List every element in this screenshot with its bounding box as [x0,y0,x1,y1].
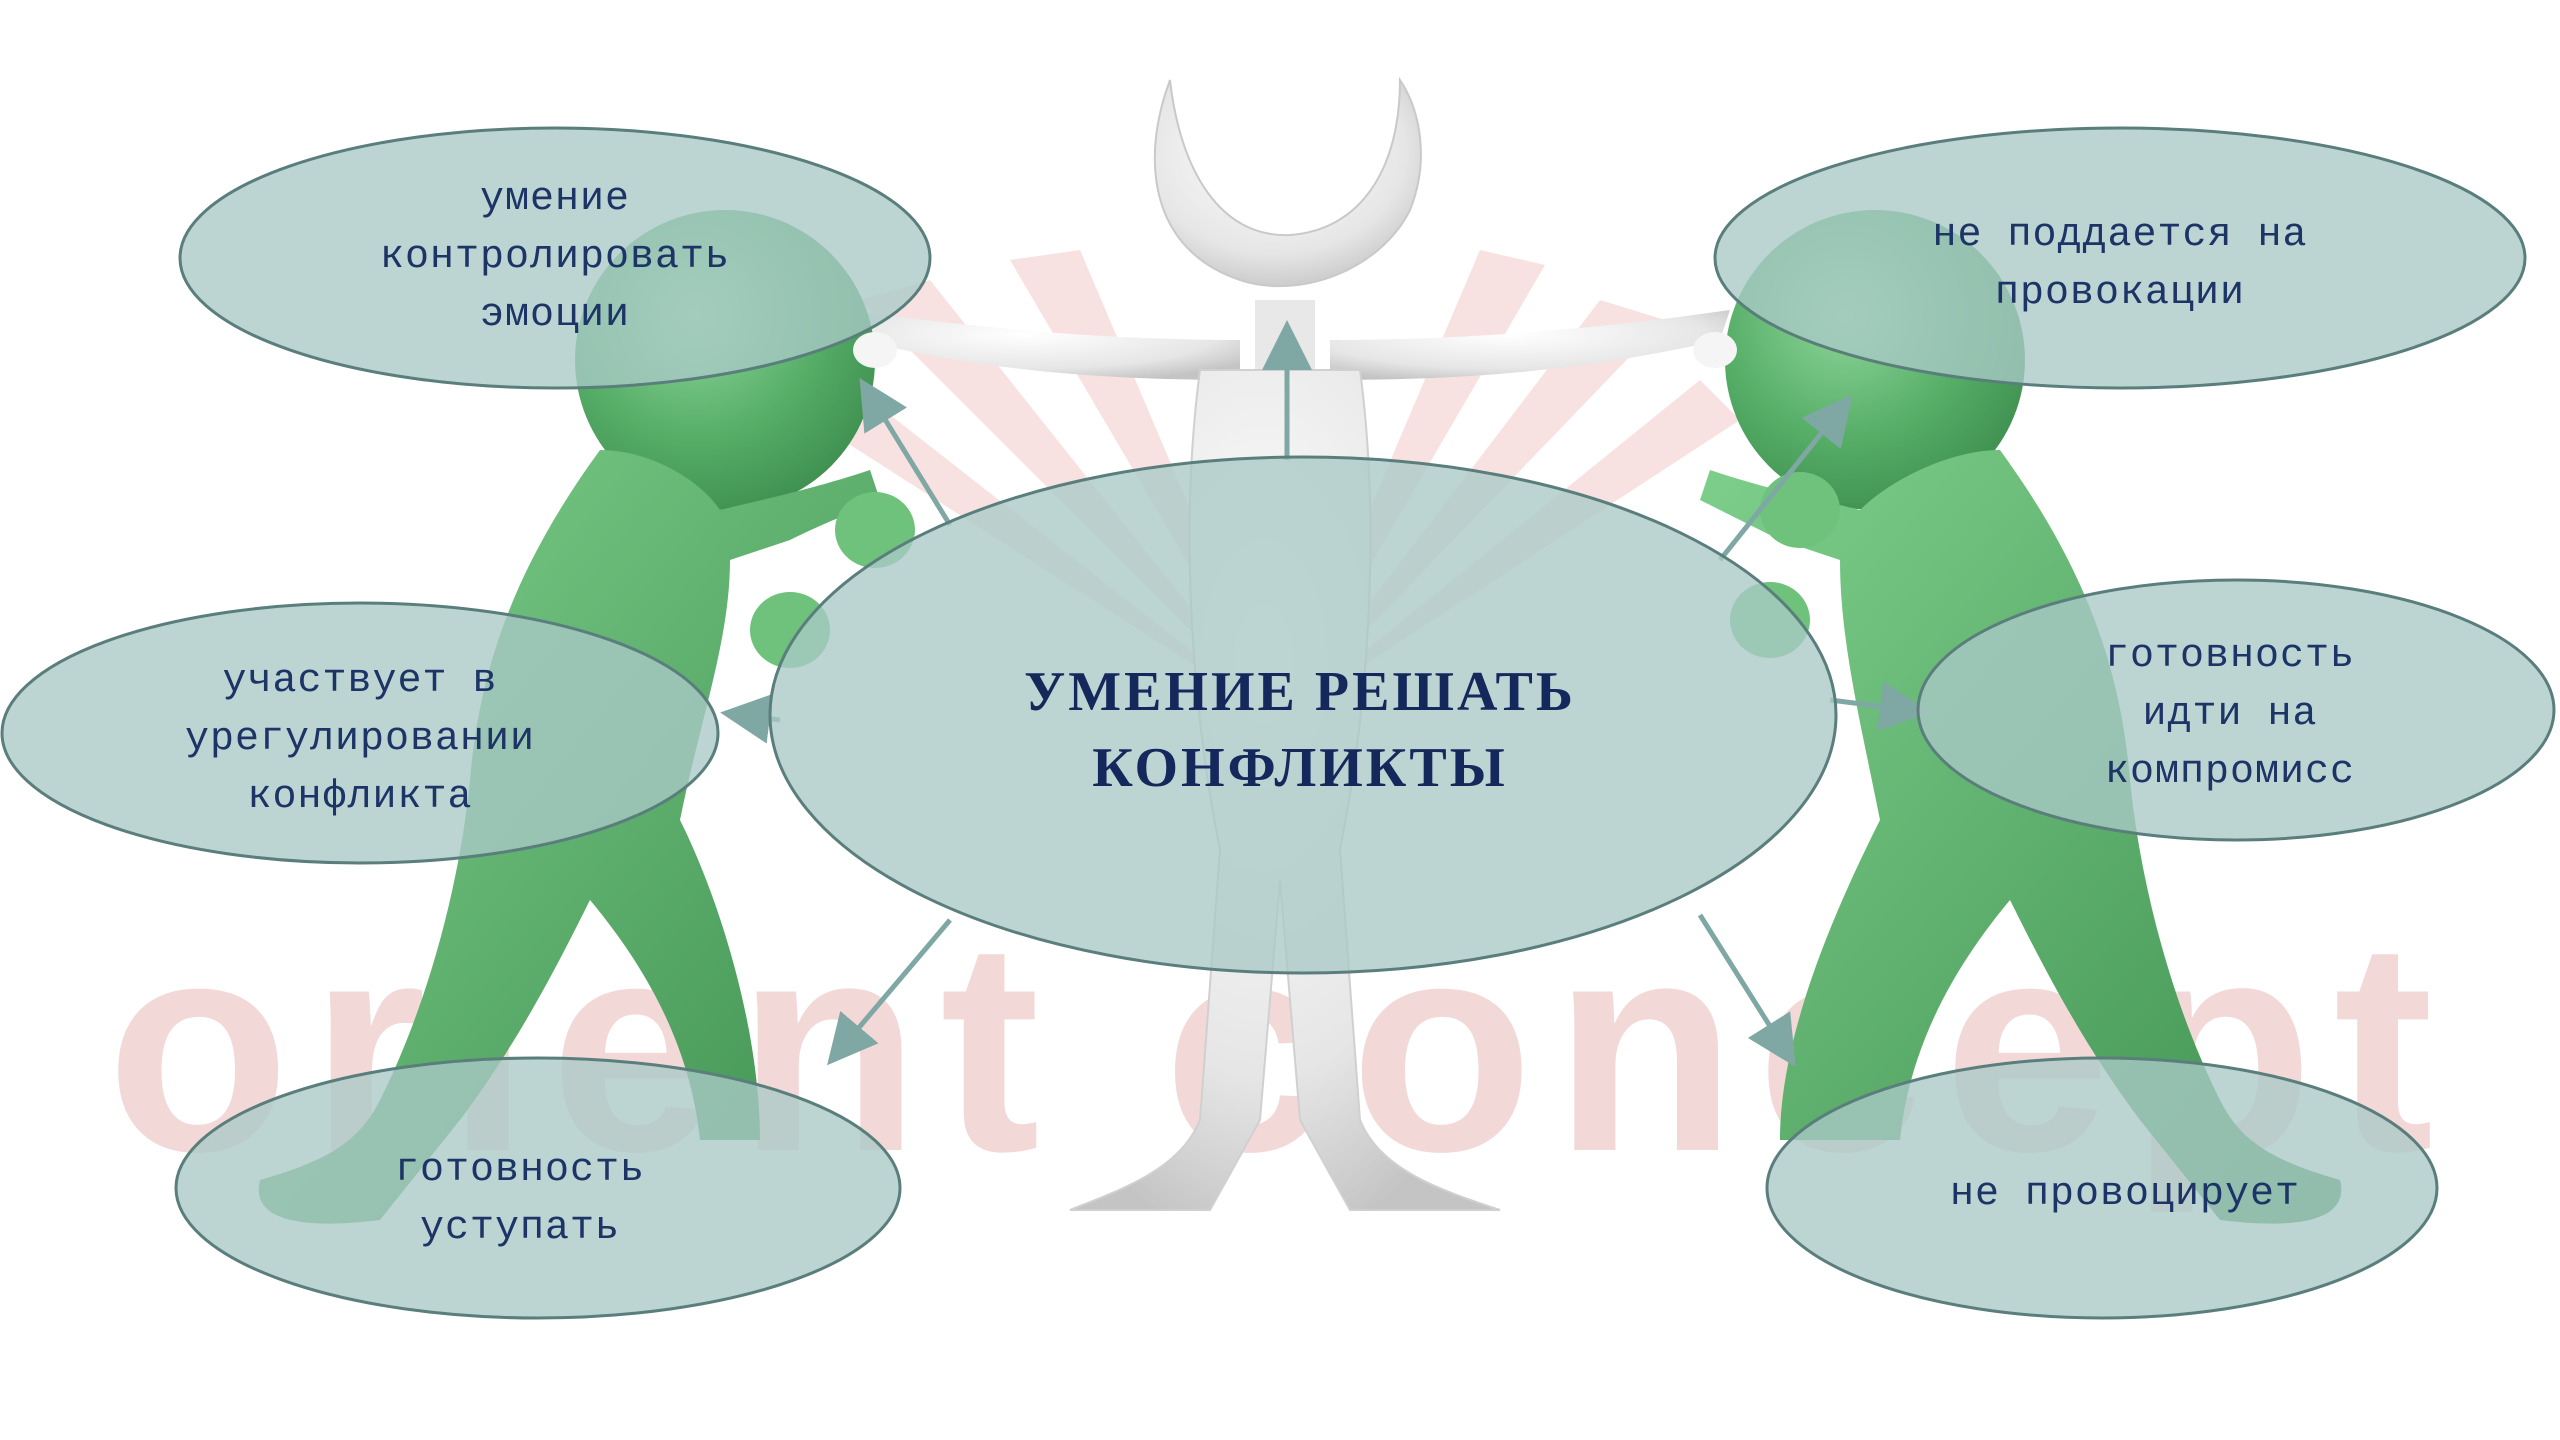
bubble-noprovoke [1765,1056,2439,1320]
central-title-line2: КОНФЛИКТЫ [1092,737,1508,799]
bubble-provocation-text: не поддается на провокации [1830,200,2410,330]
bubble-emotions-text: умение контролировать эмоции [280,158,830,358]
arrow-to-emotions [859,377,953,527]
bubble-compromise-line1: готовность [2104,634,2356,679]
central-title-line1: УМЕНИЕ РЕШАТЬ [1024,661,1576,723]
bubble-compromise [1916,578,2556,842]
bubble-noprovoke-line1: не провоцирует [1949,1172,2301,1217]
bubble-emotions-line2: контролировать [379,235,731,280]
bubble-emotions-line3: эмоции [479,293,631,338]
bubble-compromise-line3: компромисс [2104,750,2356,795]
bubble-yield-line1: готовность [394,1148,646,1193]
bubble-yield-text: готовность уступать [250,1135,790,1265]
arrow-to-yield [827,918,952,1066]
bubble-settlement [0,601,720,865]
bubble-settlement-line1: участвует в [222,659,498,704]
bubble-emotions [178,126,932,390]
bubble-provocation [1713,126,2527,390]
bubble-yield-line2: уступать [419,1206,621,1251]
bubble-provocation-line1: не поддается на [1932,213,2308,258]
bubble-settlement-text: участвует в урегулировании конфликта [90,640,630,840]
central-title: УМЕНИЕ РЕШАТЬ КОНФЛИКТЫ [950,640,1650,820]
bubble-settlement-line3: конфликта [247,775,473,820]
arrow-to-provocation [1718,394,1853,562]
arrow-to-compromise [1829,681,1930,732]
bubble-emotions-line1: умение [479,177,631,222]
bubble-noprovoke-text: не провоцирует [1850,1160,2400,1230]
bubble-compromise-line2: идти на [2142,692,2318,737]
bubble-provocation-line2: провокации [1994,271,2246,316]
central-bubble [768,455,1838,975]
bubble-yield [174,1056,902,1320]
bubbles [0,126,2556,1320]
arrow-to-noprovoke [1697,913,1796,1067]
bubble-compromise-text: готовность идти на компромисс [1960,615,2500,815]
bubble-settlement-line2: урегулировании [184,717,536,762]
connector-arrows [720,320,1930,1067]
